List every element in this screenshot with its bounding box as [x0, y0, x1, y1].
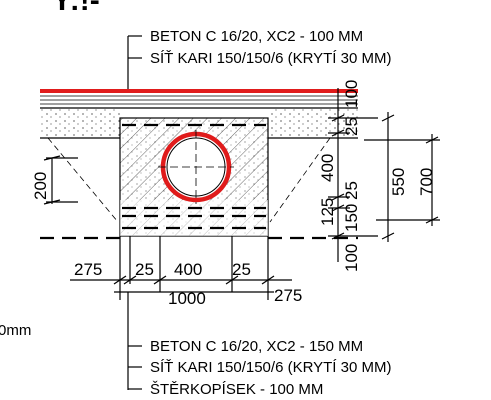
- dim-base-inner: 125: [318, 198, 337, 226]
- dim-cover-mid: 25: [342, 181, 361, 200]
- title-fragment: Y:!-: [52, 0, 100, 17]
- pipe: [158, 130, 234, 204]
- surface-layers: [40, 89, 358, 139]
- dim-w-cover-l: 25: [135, 260, 154, 279]
- dim-w-pipe: 400: [174, 260, 202, 279]
- top-note-2: SÍŤ KARI 150/150/6 (KRYTÍ 30 MM): [150, 50, 391, 67]
- dim-w-cover-r: 25: [232, 260, 251, 279]
- dim-w-total: 1000: [168, 289, 206, 308]
- dim-top-layer: 100: [342, 80, 361, 108]
- dim-bottom-gravel: 100: [342, 244, 361, 272]
- right-dimensions: 100 25 400 25 125 150 100 550 700: [318, 80, 440, 272]
- bottom-note-1: BETON C 16/20, XC2 - 150 MM: [150, 338, 363, 355]
- left-fragment: 0mm: [0, 322, 31, 339]
- bottom-note-3: ŠTĚRKOPÍSEK - 100 MM: [150, 381, 323, 398]
- dim-w-left: 275: [74, 260, 102, 279]
- top-notes: BETON C 16/20, XC2 - 100 MM SÍŤ KARI 150…: [127, 28, 391, 92]
- dim-w-right: 275: [274, 286, 302, 305]
- dim-left-depth: 200: [31, 172, 50, 200]
- trench-slopes: [47, 137, 331, 223]
- top-note-1: BETON C 16/20, XC2 - 100 MM: [150, 28, 363, 45]
- dim-total-outer: 700: [417, 168, 436, 196]
- dim-cover-top: 25: [342, 117, 361, 136]
- dim-total-inner: 550: [389, 168, 408, 196]
- bottom-dimensions: 275 25 400 25 1000 275: [70, 236, 302, 308]
- dim-pipe-zone: 400: [318, 154, 337, 182]
- bottom-note-2: SÍŤ KARI 150/150/6 (KRYTÍ 30 MM): [150, 359, 391, 376]
- bottom-notes: BETON C 16/20, XC2 - 150 MM SÍŤ KARI 150…: [127, 292, 391, 398]
- dim-base-outer: 150: [342, 204, 361, 232]
- left-dimension: 200: [31, 155, 78, 205]
